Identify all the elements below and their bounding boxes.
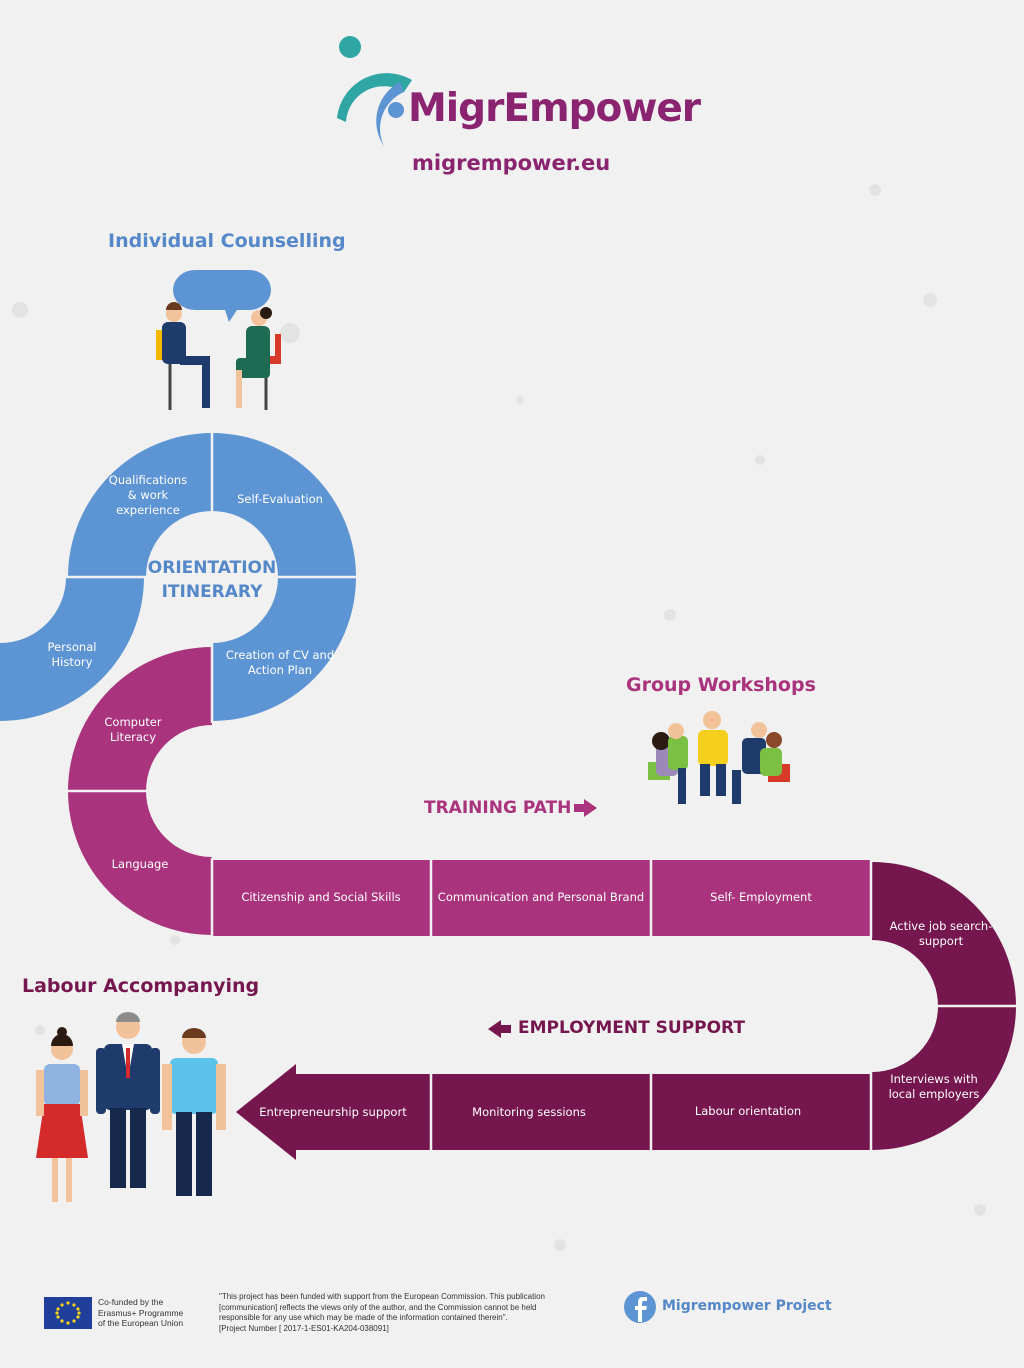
label-cv-action-plan: Creation of CV and Action Plan (225, 648, 335, 677)
employment-support-label: EMPLOYMENT SUPPORT (518, 1018, 745, 1038)
heading-individual-counselling: Individual Counselling (108, 230, 346, 252)
disclaimer-line-2: [communication] reflects the views only … (219, 1302, 537, 1312)
segment-dividers (66, 430, 1020, 1152)
orientation-title: ORIENTATION ITINERARY (146, 556, 278, 604)
segment-entrepreneurship (236, 1064, 430, 1160)
workshop-illustration (648, 711, 790, 804)
disclaimer: "This project has been funded with suppo… (219, 1292, 545, 1334)
disclaimer-line-4: [Project Number [ 2017-1-ES01-KA204-0380… (219, 1323, 389, 1333)
heading-group-workshops: Group Workshops (626, 674, 816, 696)
label-entrepreneurship: Entrepreneurship support (259, 1105, 407, 1119)
segment-labour-orientation (652, 1074, 870, 1150)
orientation-title-line2: ITINERARY (161, 582, 263, 602)
disclaimer-line-1: "This project has been funded with suppo… (219, 1292, 545, 1301)
segment-monitoring (432, 1074, 650, 1150)
orientation-ring (68, 433, 356, 721)
label-personal-history: Personal History (47, 640, 97, 669)
label-communication: Communication and Personal Brand (437, 890, 645, 904)
eu-line-3: of the European Union (98, 1318, 184, 1328)
counselling-illustration (156, 270, 281, 410)
brand-name: MigrEmpower (408, 86, 701, 131)
orientation-title-line1: ORIENTATION (147, 558, 277, 578)
label-qualifications: Qualifications & work experience (108, 473, 188, 517)
heading-labour-accompanying: Labour Accompanying (22, 975, 260, 997)
segment-communication (432, 860, 650, 936)
eu-line-2: Erasmus+ Programme (98, 1307, 184, 1318)
training-path (68, 647, 870, 936)
training-path-label: TRAINING PATH (424, 798, 572, 818)
employment-path (236, 862, 1016, 1160)
label-citizenship: Citizenship and Social Skills (241, 890, 401, 904)
disclaimer-line-3: responsible for any use which may be mad… (219, 1313, 508, 1322)
label-self-employment: Self- Employment (710, 890, 812, 904)
segment-self-employment (652, 860, 870, 936)
label-self-evaluation: Self-Evaluation (237, 492, 323, 506)
arrow-right-icon (574, 799, 597, 817)
segment-citizenship (212, 860, 430, 936)
people-illustration (36, 1012, 226, 1202)
label-interviews: Interviews with local employers (888, 1072, 980, 1101)
eu-line-1: Co-funded by the (98, 1297, 164, 1307)
eu-cofunding-text: Co-funded by the Erasmus+ Programme of t… (98, 1297, 183, 1329)
arrow-left-icon (488, 1020, 511, 1038)
label-monitoring: Monitoring sessions (472, 1105, 586, 1119)
label-labour-orientation: Labour orientation (694, 1104, 802, 1118)
label-language: Language (111, 857, 169, 871)
label-active-job-search: Active job search- support (889, 919, 993, 948)
facebook-icon (624, 1291, 656, 1323)
label-computer-literacy: Computer Literacy (104, 715, 162, 744)
facebook-link[interactable]: Migrempower Project (662, 1298, 832, 1314)
speech-bubble-icon (173, 270, 271, 322)
brand-website: migrempower.eu (412, 151, 611, 175)
logo-mark-icon (337, 36, 412, 146)
eu-flag-icon (44, 1297, 92, 1329)
